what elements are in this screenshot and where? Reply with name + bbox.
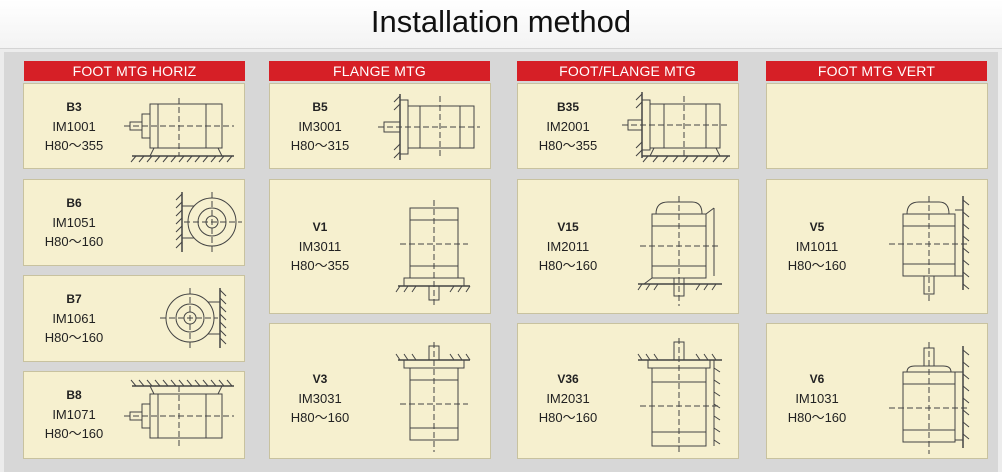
mounting-cell-v36: V36 IM2031 H80～160 [517, 323, 739, 459]
im-code: IM1061 [52, 311, 96, 326]
cell-text-b35: B35 IM2001 H80～355 [518, 98, 618, 155]
mounting-cell-v6: V6 IM1031 H80～160 [766, 323, 988, 459]
mounting-code: V6 [809, 372, 825, 386]
mounting-cell-v1: V1 IM3011 H80～355 [269, 179, 491, 314]
v36-diagram [630, 324, 736, 460]
cell-text-b6: B6 IM1051 H80～160 [24, 194, 124, 251]
cell-text-v15: V15 IM2011 H80～160 [518, 218, 618, 275]
frame-range: H80～160 [538, 258, 598, 273]
mounting-code: V1 [312, 220, 328, 234]
cell-text-v3: V3 IM3031 H80～160 [270, 370, 370, 427]
mounting-code: V36 [557, 372, 579, 386]
mounting-cell-b7: B7 IM1061 H80～160 [23, 275, 245, 362]
mounting-cell-b5: B5 IM3001 H80～315 [269, 83, 491, 169]
title-bar: Installation method [0, 0, 1002, 49]
mounting-cell-v3: V3 IM3031 H80～160 [269, 323, 491, 459]
cell-text-v5: V5 IM1011 H80～160 [767, 218, 867, 275]
mounting-cell-v5: V5 IM1011 H80～160 [766, 179, 988, 314]
im-code: IM2001 [546, 119, 590, 134]
mounting-code: B6 [66, 196, 82, 210]
frame-range: H80～355 [290, 258, 350, 273]
mounting-cell-b35: B35 IM2001 H80～355 [517, 83, 739, 169]
b3-diagram [124, 84, 244, 170]
page-title: Installation method [370, 4, 632, 39]
im-code: IM2031 [546, 391, 590, 406]
column-header-flange-mtg: FLANGE MTG [269, 61, 490, 81]
v15-diagram [630, 180, 736, 315]
b35-diagram [618, 84, 738, 170]
im-code: IM2011 [546, 239, 590, 254]
v6-diagram [879, 324, 985, 460]
frame-range: H80～160 [290, 410, 350, 425]
mounting-code: B7 [66, 292, 82, 306]
v5-diagram [879, 180, 985, 315]
b6-diagram [154, 180, 244, 267]
cell-text-v6: V6 IM1031 H80～160 [767, 370, 867, 427]
b5-diagram [370, 84, 490, 170]
column-header-foot-mtg-vert: FOOT MTG VERT [766, 61, 987, 81]
frame-range: H80～315 [290, 138, 350, 153]
cell-text-b3: B3 IM1001 H80～355 [24, 98, 124, 155]
im-code: IM1001 [52, 119, 96, 134]
mounting-code: B35 [556, 100, 579, 114]
cell-text-b5: B5 IM3001 H80～315 [270, 98, 370, 155]
im-code: IM1051 [52, 215, 96, 230]
im-code: IM3001 [298, 119, 342, 134]
cell-text-v36: V36 IM2031 H80～160 [518, 370, 618, 427]
im-code: IM1031 [795, 391, 839, 406]
mounting-code: V5 [809, 220, 825, 234]
mounting-cell-v15: V15 IM2011 H80～160 [517, 179, 739, 314]
b8-diagram [124, 372, 244, 460]
mounting-code: V3 [312, 372, 328, 386]
mounting-cell-b6: B6 IM1051 H80～160 [23, 179, 245, 266]
frame-range: H80～160 [538, 410, 598, 425]
mounting-code: B5 [312, 100, 328, 114]
mounting-cell-empty [766, 83, 988, 169]
b7-diagram [154, 276, 244, 363]
mounting-cell-b3: B3 IM1001 H80～355 [23, 83, 245, 169]
frame-range: H80～160 [44, 234, 104, 249]
frame-range: H80～160 [44, 330, 104, 345]
frame-range: H80～355 [538, 138, 598, 153]
mounting-code: V15 [557, 220, 579, 234]
im-code: IM1071 [52, 407, 96, 422]
frame-range: H80～160 [787, 258, 847, 273]
im-code: IM1011 [795, 239, 839, 254]
frame-range: H80～160 [787, 410, 847, 425]
im-code: IM3031 [298, 391, 342, 406]
frame-range: H80～355 [44, 138, 104, 153]
cell-text-v1: V1 IM3011 H80～355 [270, 218, 370, 275]
v1-diagram [388, 180, 488, 315]
cell-text-b7: B7 IM1061 H80～160 [24, 290, 124, 347]
column-header-foot-flange-mtg: FOOT/FLANGE MTG [517, 61, 738, 81]
mounting-code: B8 [66, 388, 82, 402]
mounting-code: B3 [66, 100, 82, 114]
cell-text-b8: B8 IM1071 H80～160 [24, 386, 124, 443]
frame-range: H80～160 [44, 426, 104, 441]
column-header-foot-mtg-horiz: FOOT MTG HORIZ [24, 61, 245, 81]
im-code: IM3011 [298, 239, 342, 254]
installation-table: FOOT MTG HORIZ FLANGE MTG FOOT/FLANGE MT… [4, 52, 998, 472]
v3-diagram [388, 324, 488, 460]
mounting-cell-b8: B8 IM1071 H80～160 [23, 371, 245, 459]
